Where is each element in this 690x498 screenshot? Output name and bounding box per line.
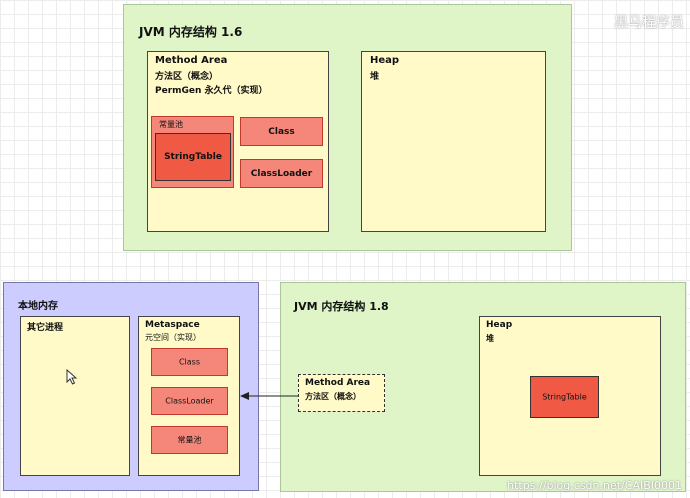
method-area-18-subtitle: 方法区（概念） <box>305 392 361 401</box>
method-area-16-impl: PermGen 永久代（实现） <box>155 86 268 96</box>
metaspace-title: Metaspace <box>145 320 200 330</box>
heap-16-subtitle: 堆 <box>370 72 380 82</box>
other-processes: 其它进程 <box>20 316 130 476</box>
method-area-16-subtitle: 方法区（概念） <box>155 72 219 82</box>
jvm16-title: JVM 内存结构 1.6 <box>139 25 243 39</box>
classloader-16-label: ClassLoader <box>250 168 313 179</box>
native-memory-title: 本地内存 <box>18 301 58 312</box>
classloader-meta: ClassLoader <box>151 387 228 415</box>
arrow-icon <box>240 392 298 400</box>
string-table-18-label: StringTable <box>542 392 587 402</box>
string-table-16-label: StringTable <box>164 152 222 162</box>
watermark-top: 黑马程序员 <box>614 15 684 31</box>
string-table-18: StringTable <box>530 376 599 418</box>
jvm18-title: JVM 内存结构 1.8 <box>294 300 389 313</box>
other-processes-label: 其它进程 <box>27 323 64 333</box>
heap-18-title: Heap <box>486 320 513 330</box>
method-area-18: Method Area 方法区（概念） <box>298 374 385 412</box>
class-16-label: Class <box>268 126 295 137</box>
watermark: https://blog.csdn.net/CAIBI0001 <box>507 479 682 492</box>
string-table-16: StringTable <box>155 133 231 181</box>
classloader-16: ClassLoader <box>240 159 323 188</box>
classloader-meta-label: ClassLoader <box>165 396 214 406</box>
class-meta-label: Class <box>178 357 201 367</box>
class-meta: Class <box>151 348 228 376</box>
heap-18: Heap 堆 <box>479 316 661 476</box>
constant-pool-16-label: 常量池 <box>159 120 183 129</box>
constant-pool-meta: 常量池 <box>151 426 228 454</box>
method-area-16-title: Method Area <box>155 55 228 66</box>
cursor-icon <box>66 369 78 385</box>
constant-pool-meta-label: 常量池 <box>177 435 202 445</box>
heap-16: Heap 堆 <box>361 51 546 232</box>
method-area-18-title: Method Area <box>305 378 371 388</box>
heap-18-subtitle: 堆 <box>486 334 494 343</box>
metaspace-subtitle: 元空间（实现） <box>145 333 201 342</box>
heap-16-title: Heap <box>370 55 400 66</box>
class-16: Class <box>240 117 323 146</box>
